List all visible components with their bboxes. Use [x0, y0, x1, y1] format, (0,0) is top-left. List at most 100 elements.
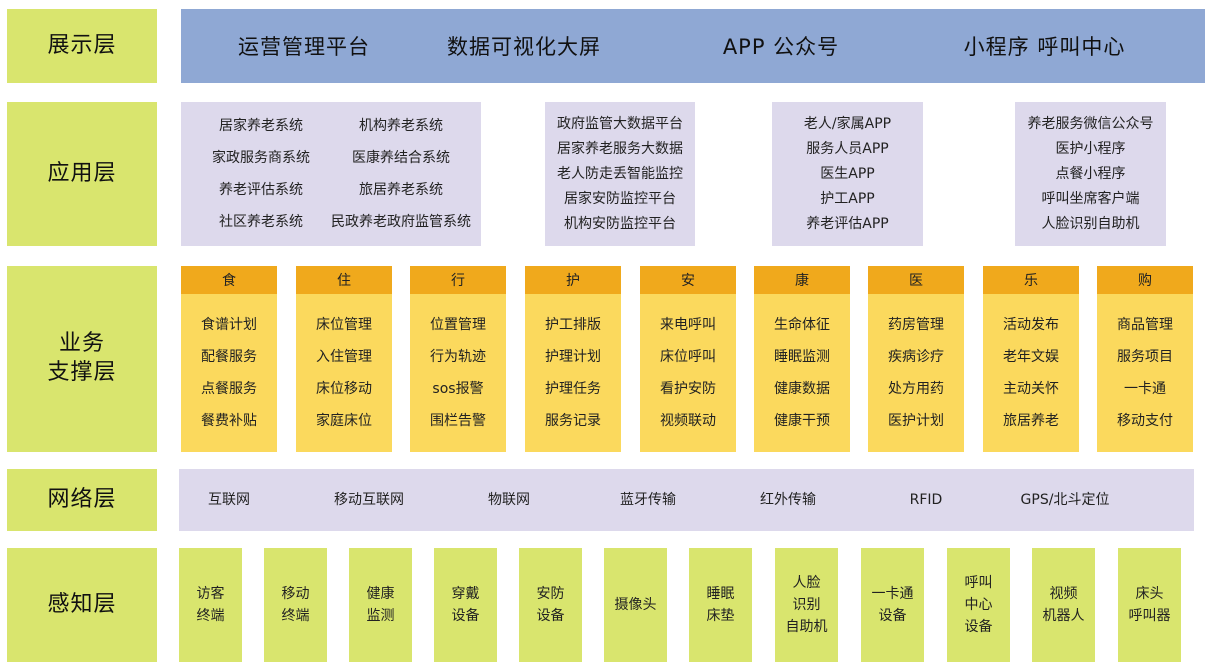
- business-item: 护理任务: [545, 381, 601, 397]
- business-item: 睡眠监测: [774, 349, 830, 365]
- business-item: 药房管理: [888, 317, 944, 333]
- device-label: 自助机: [785, 619, 828, 635]
- device-label: 访客: [196, 586, 225, 602]
- network-item: 蓝牙传输: [620, 492, 676, 508]
- network-item: 移动互联网: [334, 492, 404, 508]
- app-item: 养老服务微信公众号: [1027, 115, 1154, 132]
- device-label: 设备: [451, 608, 480, 624]
- device-smart-card: 一卡通 设备: [861, 548, 924, 662]
- app-box-systems: 居家养老系统 机构养老系统 家政服务商系统 医康养结合系统 养老评估系统 旅居养…: [181, 102, 481, 246]
- app-item: 机构安防监控平台: [564, 215, 676, 232]
- business-column-body: 药房管理 疾病诊疗 处方用药 医护计划: [868, 294, 964, 452]
- layer-label-business-line-2: 支撑层: [47, 360, 117, 385]
- device-label: 监测: [366, 608, 395, 624]
- app-item: 政府监管大数据平台: [557, 115, 683, 132]
- business-column-head: 食: [181, 266, 277, 294]
- business-item: 主动关怀: [1003, 381, 1059, 397]
- layer-label-application: 应用层: [7, 102, 157, 246]
- business-column-food: 食 食谱计划 配餐服务 点餐服务 餐费补贴: [181, 266, 277, 452]
- network-item: 物联网: [488, 492, 530, 508]
- business-item: 位置管理: [430, 317, 486, 333]
- device-label: 床头: [1135, 586, 1164, 602]
- device-wearable: 穿戴 设备: [434, 548, 497, 662]
- display-item: APP 公众号: [722, 35, 840, 59]
- device-sleep-mattress: 睡眠 床垫: [689, 548, 752, 662]
- device-call-center: 呼叫 中心 设备: [947, 548, 1010, 662]
- business-item: 一卡通: [1124, 381, 1166, 397]
- device-label: 设备: [878, 608, 907, 624]
- business-item: 看护安防: [660, 381, 716, 397]
- business-item: 老年文娱: [1003, 349, 1059, 365]
- business-column-housing: 住 床位管理 入住管理 床位移动 家庭床位: [296, 266, 392, 452]
- app-item: 人脸识别自助机: [1041, 215, 1140, 232]
- business-item: 围栏告警: [430, 413, 486, 429]
- device-label: 设备: [964, 619, 993, 635]
- business-item: 健康干预: [774, 413, 830, 429]
- app-box-apps: 老人/家属APP 服务人员APP 医生APP 护工APP 养老评估APP: [772, 102, 923, 246]
- app-item: 居家养老服务大数据: [557, 140, 683, 157]
- app-item: 医护小程序: [1055, 140, 1126, 157]
- display-item: 运营管理平台: [238, 35, 370, 59]
- app-box-platforms: 政府监管大数据平台 居家养老服务大数据 老人防走丢智能监控 居家安防监控平台 机…: [545, 102, 695, 246]
- network-item: GPS/北斗定位: [1020, 492, 1110, 508]
- business-column-body: 位置管理 行为轨迹 sos报警 围栏告警: [410, 294, 506, 452]
- device-camera: 摄像头: [604, 548, 667, 662]
- network-item: 红外传输: [760, 492, 816, 508]
- business-column-head: 康: [754, 266, 850, 294]
- business-column-care: 护 护工排版 护理计划 护理任务 服务记录: [525, 266, 621, 452]
- business-item: 疾病诊疗: [888, 349, 944, 365]
- business-column-head: 行: [410, 266, 506, 294]
- business-item: 活动发布: [1003, 317, 1059, 333]
- app-item: 老人防走丢智能监控: [557, 165, 683, 182]
- business-column-head: 乐: [983, 266, 1079, 294]
- app-item: 养老评估系统: [219, 182, 303, 198]
- app-item: 养老评估APP: [806, 215, 889, 232]
- app-item: 机构养老系统: [359, 118, 443, 134]
- business-item: 旅居养老: [1003, 413, 1059, 429]
- device-label: 人脸: [792, 575, 821, 591]
- business-column-head: 安: [640, 266, 736, 294]
- app-item: 家政服务商系统: [212, 150, 310, 166]
- network-item: RFID: [909, 492, 943, 508]
- device-label: 健康: [366, 586, 395, 602]
- network-item: 互联网: [208, 492, 250, 508]
- business-item: 医护计划: [888, 413, 944, 429]
- business-column-body: 来电呼叫 床位呼叫 看护安防 视频联动: [640, 294, 736, 452]
- business-column-travel: 行 位置管理 行为轨迹 sos报警 围栏告警: [410, 266, 506, 452]
- business-item: 服务记录: [545, 413, 601, 429]
- business-item: 生命体征: [774, 317, 830, 333]
- device-bedside-caller: 床头 呼叫器: [1118, 548, 1181, 662]
- business-column-body: 生命体征 睡眠监测 健康数据 健康干预: [754, 294, 850, 452]
- business-column-health: 康 生命体征 睡眠监测 健康数据 健康干预: [754, 266, 850, 452]
- device-label: 呼叫: [964, 575, 993, 591]
- business-item: 餐费补贴: [201, 413, 257, 429]
- business-column-body: 床位管理 入住管理 床位移动 家庭床位: [296, 294, 392, 452]
- app-item: 医康养结合系统: [352, 150, 450, 166]
- business-item: 服务项目: [1117, 349, 1173, 365]
- business-item: 配餐服务: [201, 349, 257, 365]
- business-item: 床位移动: [316, 381, 372, 397]
- app-box-mini-programs: 养老服务微信公众号 医护小程序 点餐小程序 呼叫坐席客户端 人脸识别自助机: [1015, 102, 1166, 246]
- business-item: 护理计划: [545, 349, 601, 365]
- business-item: 护工排版: [545, 317, 601, 333]
- business-column-body: 护工排版 护理计划 护理任务 服务记录: [525, 294, 621, 452]
- layer-label-business-line-1: 业务: [58, 331, 105, 357]
- business-column-head: 购: [1097, 266, 1193, 294]
- device-label: 终端: [196, 608, 225, 624]
- device-label: 睡眠: [706, 586, 735, 602]
- business-column-head: 医: [868, 266, 964, 294]
- device-security: 安防 设备: [519, 548, 582, 662]
- app-item: 居家安防监控平台: [564, 190, 676, 207]
- app-item: 旅居养老系统: [359, 182, 443, 198]
- device-health-monitor: 健康 监测: [349, 548, 412, 662]
- device-label: 设备: [536, 608, 565, 624]
- layer-label-perception: 感知层: [7, 548, 157, 662]
- business-column-shopping: 购 商品管理 服务项目 一卡通 移动支付: [1097, 266, 1193, 452]
- business-item: 食谱计划: [201, 317, 257, 333]
- business-column-head: 护: [525, 266, 621, 294]
- business-item: 家庭床位: [316, 413, 372, 429]
- business-column-safety: 安 来电呼叫 床位呼叫 看护安防 视频联动: [640, 266, 736, 452]
- device-label: 终端: [281, 608, 310, 624]
- business-column-body: 商品管理 服务项目 一卡通 移动支付: [1097, 294, 1193, 452]
- business-column-body: 食谱计划 配餐服务 点餐服务 餐费补贴: [181, 294, 277, 452]
